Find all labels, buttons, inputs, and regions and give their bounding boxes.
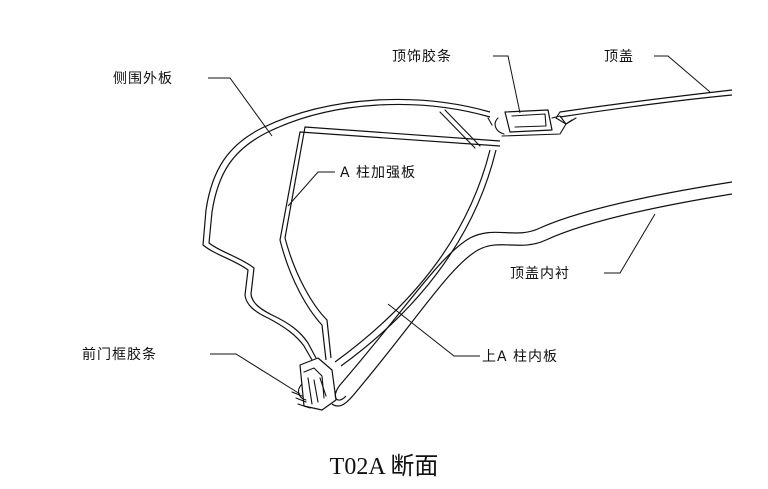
leader-roof	[654, 55, 711, 93]
leader-roof-molding	[493, 55, 521, 114]
label-side-outer-panel: 侧围外板	[113, 71, 173, 87]
label-front-door-seal: 前门框胶条	[82, 346, 157, 363]
leader-front-door-seal	[210, 353, 301, 395]
label-upper-a-pillar-inner: 上A 柱内板	[482, 349, 558, 365]
label-roof: 顶盖	[604, 49, 634, 65]
leader-upper-a-pillar-inner	[387, 303, 480, 357]
figure-caption: T02A 断面	[330, 453, 439, 480]
label-headliner: 顶盖内衬	[510, 266, 570, 282]
label-roof-molding: 顶饰胶条	[392, 48, 452, 65]
leader-side-outer-panel	[208, 77, 273, 137]
label-a-pillar-reinforcement: A 柱加强板	[340, 165, 416, 181]
leader-a-pillar-reinforcement	[287, 171, 335, 207]
roof-panel	[555, 89, 733, 125]
headliner	[331, 181, 733, 407]
front-door-seal	[291, 357, 337, 411]
upper-a-pillar-inner	[334, 149, 497, 367]
leader-headliner	[604, 213, 656, 274]
a-pillar-reinforcement	[279, 109, 501, 361]
roof-molding	[487, 109, 573, 137]
side-outer-panel	[202, 98, 491, 361]
leader-lines	[208, 55, 711, 395]
